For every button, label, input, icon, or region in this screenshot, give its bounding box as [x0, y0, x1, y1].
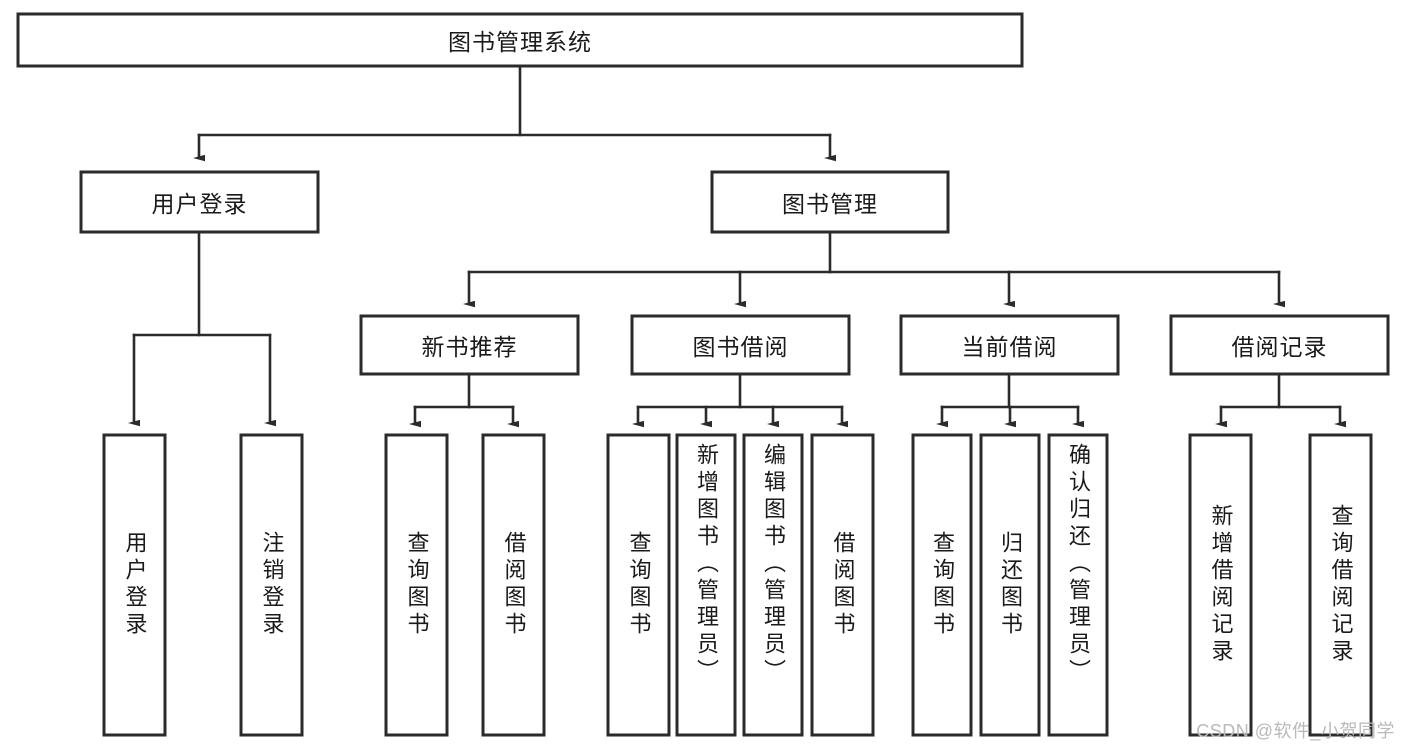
node-box-leaf-query-record[interactable]	[1308, 433, 1373, 737]
node-box-root[interactable]	[16, 12, 1024, 68]
watermark-text: CSDN @软件_小贺同学	[1196, 721, 1395, 741]
node-box-leaf-return-book[interactable]	[979, 433, 1041, 737]
node-box-leaf-logout-login[interactable]	[239, 433, 304, 737]
node-box-leaf-query-book-3[interactable]	[911, 433, 973, 737]
connector-group-book-borrow	[632, 372, 848, 428]
node-box-leaf-add-record[interactable]	[1188, 433, 1253, 737]
node-box-book-management[interactable]	[710, 170, 950, 234]
connector-group-root	[193, 64, 836, 162]
node-box-leaf-borrow-book-1[interactable]	[481, 433, 546, 737]
node-box-leaf-query-book-2[interactable]	[606, 433, 671, 737]
connector-group-book-management	[463, 230, 1285, 308]
node-box-leaf-user-login[interactable]	[102, 433, 167, 737]
node-box-leaf-add-book[interactable]	[675, 433, 737, 737]
connector-group-user-login	[128, 230, 276, 427]
node-box-borrow-record[interactable]	[1169, 314, 1390, 376]
connector-group-current-borrow	[936, 372, 1084, 428]
connector-group-new-book-recommend	[409, 372, 519, 428]
node-box-leaf-borrow-book-2[interactable]	[810, 433, 875, 737]
node-box-new-book-recommend[interactable]	[359, 314, 580, 376]
node-box-leaf-confirm-return[interactable]	[1047, 433, 1109, 737]
node-box-book-borrow[interactable]	[630, 314, 851, 376]
node-box-leaf-edit-book[interactable]	[742, 433, 804, 737]
node-box-leaf-query-book-1[interactable]	[384, 433, 449, 737]
connector-group-borrow-record	[1215, 372, 1346, 428]
node-box-current-borrow[interactable]	[899, 314, 1120, 376]
node-box-user-login[interactable]	[79, 170, 320, 234]
